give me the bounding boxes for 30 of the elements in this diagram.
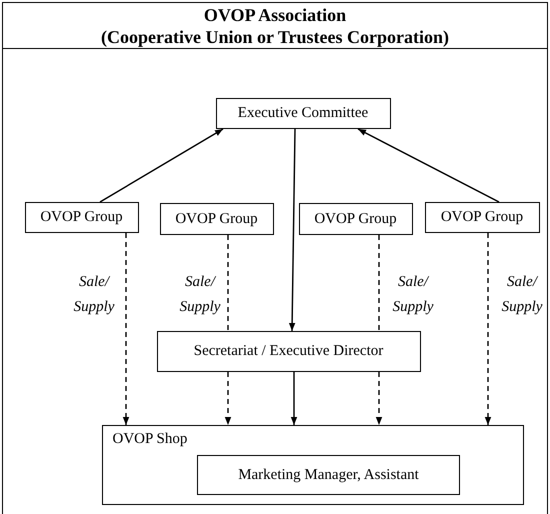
arrow [100, 128, 224, 203]
box-label: Executive Committee [238, 104, 368, 122]
process-box [197, 455, 460, 495]
group-box [102, 424, 524, 504]
dashed-arrow [224, 372, 232, 425]
process-box [24, 202, 138, 232]
box-label: Secretariat / Executive Director [194, 342, 384, 360]
box-label: OVOP Group [40, 208, 123, 226]
box-label: Marketing Manager, Assistant [238, 466, 419, 484]
process-box [160, 202, 274, 234]
dashed-arrow [484, 233, 492, 425]
process-box [298, 202, 412, 234]
box-label: OVOP Group [175, 210, 258, 228]
arrow [290, 372, 298, 425]
box-label: OVOP Group [440, 208, 524, 226]
box-label: OVOP Group [314, 210, 397, 228]
dashed-arrow [122, 233, 130, 425]
arrow [288, 129, 296, 331]
edge-label: Sale/ Supply [72, 273, 116, 317]
frame-title: (Cooperative Union or Trustees Corporation) [101, 26, 449, 48]
process-box [156, 330, 420, 372]
group-title: OVOP Shop [112, 430, 188, 448]
edge-label: Sale/ Supply [392, 273, 434, 317]
edge-label: Sale/ Supply [500, 273, 544, 317]
process-box [216, 98, 390, 128]
process-box [424, 202, 540, 232]
dashed-arrow [376, 372, 382, 425]
arrow [358, 128, 500, 203]
edge-label: Sale/ Supply [178, 273, 222, 317]
frame-title: OVOP Association [204, 4, 346, 26]
